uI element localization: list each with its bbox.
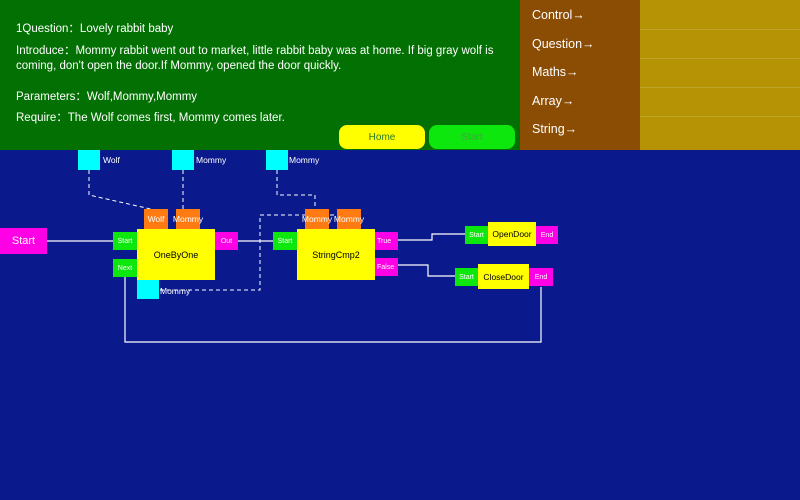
start-block[interactable]: Start — [0, 228, 47, 254]
wire-mommy-out — [160, 214, 345, 291]
question-introduce: Introduce：Mommy rabbit went out to marke… — [16, 45, 494, 72]
stringcmp-true-port[interactable]: True — [375, 232, 398, 250]
closedoor-node[interactable]: CloseDoor — [478, 264, 529, 289]
stringcmp-node[interactable]: StringCmp2 — [297, 229, 375, 280]
stringcmp-input-1[interactable]: Mommy — [302, 209, 332, 229]
start-button[interactable]: Start — [429, 125, 515, 149]
sidebar-item-string[interactable]: String→ — [532, 122, 578, 136]
question-panel: 1Question：Lovely rabbit baby Introduce：M… — [0, 0, 520, 150]
sidebar-item-question[interactable]: Question→ — [532, 37, 595, 51]
param-wolf-label: Wolf — [103, 155, 120, 165]
wire-mommy-2 — [276, 170, 316, 210]
onebyone-next-port[interactable]: Next — [113, 259, 137, 277]
detail-row — [640, 58, 800, 88]
closedoor-end-port[interactable]: End — [529, 268, 553, 286]
question-require: Require：The Wolf comes first, Mommy come… — [16, 112, 285, 124]
param-mommy-label: Mommy — [196, 155, 227, 165]
wire-wolf — [88, 170, 156, 211]
onebyone-node[interactable]: OneByOne — [137, 229, 215, 280]
wire-false — [398, 264, 455, 277]
onebyone-output-label: Mommy — [160, 286, 191, 296]
sidebar-item-maths[interactable]: Maths→ — [532, 65, 579, 79]
onebyone-input-wolf[interactable]: Wolf — [144, 209, 168, 229]
sidebar: Control→ Question→ Maths→ Array→ String→ — [520, 0, 640, 150]
param-wolf-block[interactable] — [78, 150, 100, 170]
question-title: 1Question：Lovely rabbit baby — [16, 23, 174, 35]
sidebar-item-control[interactable]: Control→ — [532, 8, 585, 22]
sidebar-item-array[interactable]: Array→ — [532, 94, 575, 108]
question-parameters: Parameters：Wolf,Mommy,Mommy — [16, 91, 198, 103]
wire-loop — [124, 276, 542, 343]
detail-row — [640, 0, 800, 30]
onebyone-output-block[interactable] — [137, 280, 159, 299]
stringcmp-input-2[interactable]: Mommy — [334, 209, 364, 229]
home-button[interactable]: Home — [339, 125, 425, 149]
stringcmp-false-port[interactable]: False — [375, 258, 398, 276]
onebyone-start-port[interactable]: Start — [113, 232, 137, 250]
param-mommy2-block[interactable] — [266, 150, 288, 170]
detail-row — [640, 29, 800, 59]
stringcmp-start-port[interactable]: Start — [273, 232, 297, 250]
opendoor-end-port[interactable]: End — [536, 226, 558, 244]
sidebar-detail-panel — [640, 0, 800, 150]
detail-row — [640, 87, 800, 117]
wire-true — [398, 233, 465, 241]
closedoor-start-port[interactable]: Start — [455, 268, 478, 286]
param-mommy2-label: Mommy — [289, 155, 320, 165]
onebyone-input-mommy[interactable]: Mommy — [173, 209, 203, 229]
opendoor-start-port[interactable]: Start — [465, 226, 488, 244]
param-mommy-block[interactable] — [172, 150, 194, 170]
onebyone-out-port[interactable]: Out — [215, 232, 238, 250]
opendoor-node[interactable]: OpenDoor — [488, 222, 536, 246]
